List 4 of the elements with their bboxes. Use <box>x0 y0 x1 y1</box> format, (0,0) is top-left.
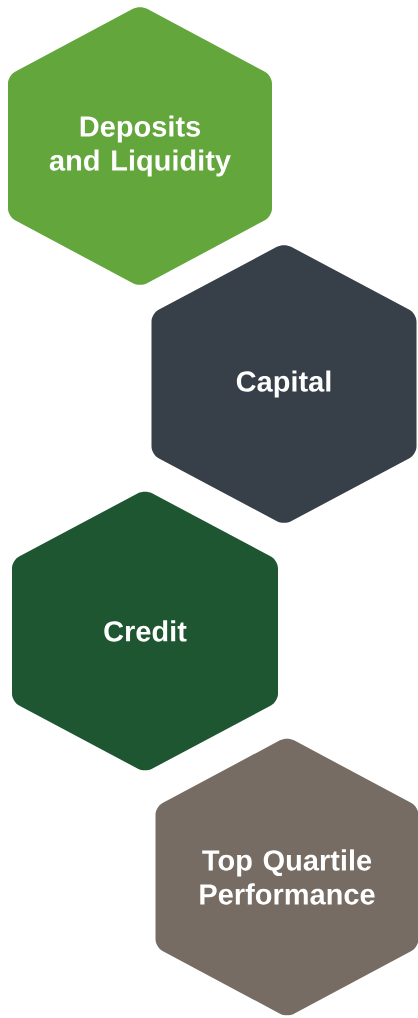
hexagon: Credit <box>12 491 278 771</box>
hexagon: Top Quartile Performance <box>155 738 418 1016</box>
hexagon: Capital <box>151 245 417 523</box>
hexagon: Deposits and Liquidity <box>8 7 272 285</box>
